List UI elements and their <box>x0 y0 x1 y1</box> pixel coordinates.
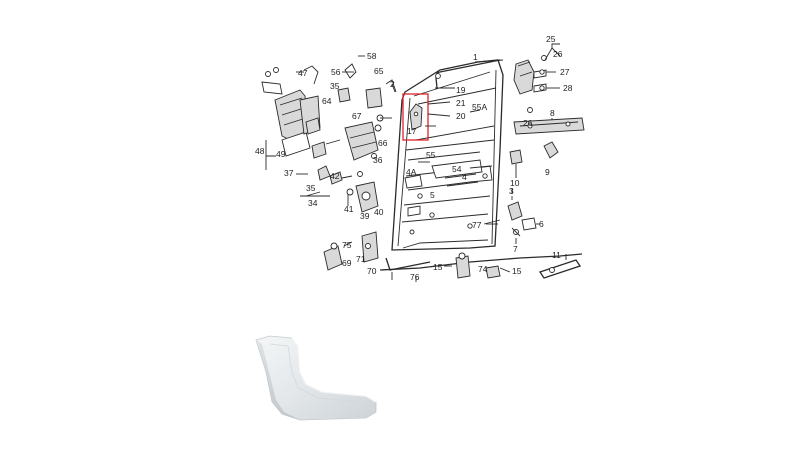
label-54: 54 <box>452 164 462 174</box>
lower-right-parts <box>379 196 583 279</box>
label-3: 3 <box>509 186 514 196</box>
label-4: 4 <box>462 172 467 182</box>
label-28: 28 <box>563 83 573 93</box>
label-55: 55 <box>426 150 436 160</box>
label-25: 25 <box>546 34 556 44</box>
label-19: 19 <box>456 85 466 95</box>
label-48: 48 <box>255 146 265 156</box>
label-69: 69 <box>342 258 352 268</box>
leader-lines <box>265 43 567 282</box>
label-40: 40 <box>374 207 384 217</box>
label-9: 9 <box>545 167 550 177</box>
label-20: 20 <box>456 111 466 121</box>
label-56: 56 <box>331 67 341 77</box>
product-photo-trim-piece <box>255 335 377 421</box>
label-34: 34 <box>308 198 318 208</box>
bottom-left-parts <box>323 231 431 280</box>
door-frame <box>391 59 504 251</box>
label-67: 67 <box>352 111 362 121</box>
label-17: 17 <box>407 126 417 136</box>
label-2: 2 <box>390 79 395 89</box>
label-70: 70 <box>367 266 377 276</box>
label-21: 21 <box>456 98 466 108</box>
center-lock-mechanism <box>337 63 397 161</box>
label-49: 49 <box>276 149 286 159</box>
label-15-right: 15 <box>512 266 522 276</box>
label-26-top: 26 <box>553 49 563 59</box>
label-75: 75 <box>342 240 352 250</box>
label-6: 6 <box>539 219 544 229</box>
lower-left-parts <box>329 171 379 213</box>
label-64: 64 <box>322 96 332 106</box>
label-26-mid: 26 <box>523 118 533 128</box>
label-35-bottom: 35 <box>306 183 316 193</box>
label-8: 8 <box>550 108 555 118</box>
label-77: 77 <box>472 220 482 230</box>
label-7: 7 <box>513 244 518 254</box>
label-65: 65 <box>374 66 384 76</box>
label-47: 47 <box>298 68 308 78</box>
highlighted-part-17 <box>402 93 429 141</box>
label-39: 39 <box>360 211 370 221</box>
label-11: 11 <box>552 250 561 260</box>
label-15-left: 15 <box>433 262 443 272</box>
label-35-top: 35 <box>330 81 340 91</box>
label-4a: 4A <box>406 167 417 177</box>
label-41: 41 <box>344 204 354 214</box>
label-37: 37 <box>284 168 294 178</box>
label-71: 71 <box>356 254 366 264</box>
label-42: 42 <box>330 171 340 181</box>
label-10: 10 <box>510 178 520 188</box>
label-66: 66 <box>378 138 388 148</box>
top-guide-rail <box>435 59 501 89</box>
label-36: 36 <box>373 155 383 165</box>
label-58: 58 <box>367 51 377 61</box>
label-55a: 55A <box>472 102 487 112</box>
left-lock-assembly <box>261 65 341 181</box>
label-1: 1 <box>473 52 478 62</box>
part-number-labels: 1 2 3 4 4A 5 6 7 8 9 10 11 15 15 17 19 2… <box>255 34 573 282</box>
right-hinge-and-handle <box>509 55 585 178</box>
label-76: 76 <box>410 272 420 282</box>
label-5: 5 <box>430 190 435 200</box>
label-74: 74 <box>478 264 488 274</box>
label-27: 27 <box>560 67 570 77</box>
